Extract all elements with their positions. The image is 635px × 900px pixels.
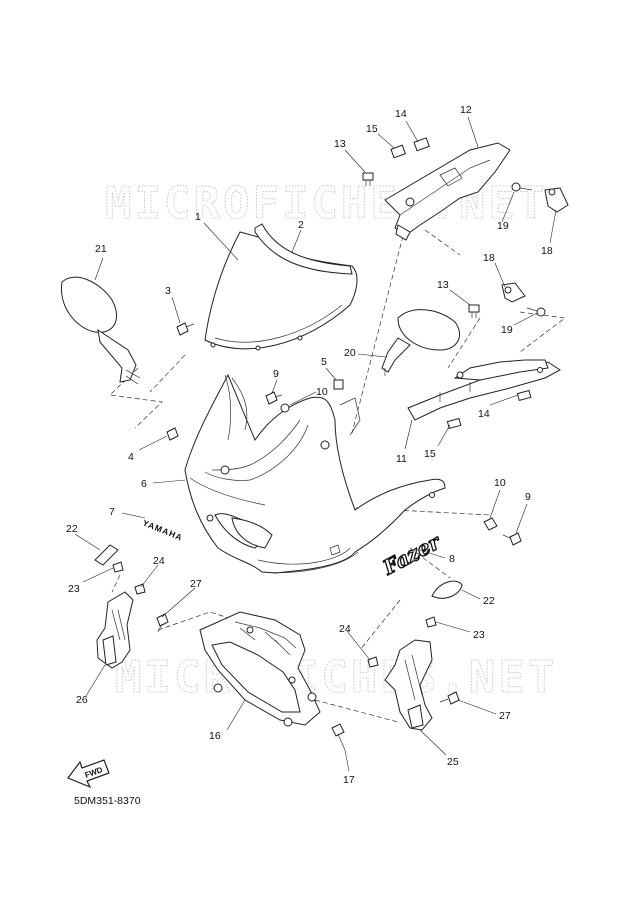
mirror-left <box>60 276 141 385</box>
yamaha-decal: YAMAHA <box>141 518 184 543</box>
callout-20: 20 <box>344 347 356 359</box>
callout-15-mid: 15 <box>424 448 436 460</box>
screw-13-mid <box>468 304 480 318</box>
watermark-bottom: MICROFICHES.NET <box>115 652 557 703</box>
bolt-17 <box>331 723 346 751</box>
bracket-25-right <box>384 639 433 731</box>
bolt-27-left <box>156 613 169 633</box>
pad-22-left <box>94 544 119 566</box>
screw-9-right <box>502 532 522 546</box>
screw-13-top <box>362 172 374 186</box>
callout-13-top: 13 <box>334 138 346 150</box>
callout-19-mid: 19 <box>501 324 513 336</box>
bolt-27-right <box>439 691 460 705</box>
windscreen-trim <box>254 223 353 275</box>
screw-3 <box>176 322 195 336</box>
callout-2: 2 <box>298 219 304 231</box>
mirror-right <box>381 309 460 376</box>
washer-10-right <box>483 517 498 531</box>
callout-10-right: 10 <box>494 477 506 489</box>
callout-13-mid: 13 <box>437 279 449 291</box>
callout-10-upper: 10 <box>316 386 328 398</box>
nut-23-right <box>425 616 437 628</box>
headlight-bracket <box>199 611 321 727</box>
grommet-15-top <box>390 144 406 159</box>
callout-27-left: 27 <box>190 578 202 590</box>
top-bracket <box>384 142 511 241</box>
callout-7: 7 <box>109 506 115 518</box>
callout-21: 21 <box>95 243 107 255</box>
screw-9-upper <box>265 391 283 405</box>
callout-3: 3 <box>165 285 171 297</box>
clip-18-top <box>544 187 569 213</box>
callout-6: 6 <box>141 478 147 490</box>
clip-18-mid <box>501 282 526 303</box>
bolt-19-top <box>511 182 533 192</box>
callout-26: 26 <box>76 694 88 706</box>
callout-15-top: 15 <box>366 123 378 135</box>
callout-24-left: 24 <box>153 555 165 567</box>
callout-8: 8 <box>449 553 455 565</box>
callout-9-right: 9 <box>525 491 531 503</box>
grommet-24-right <box>367 656 379 668</box>
fwd-arrow-icon: FWD <box>67 759 110 789</box>
lower-inner-panel <box>407 359 561 421</box>
callout-19-top: 19 <box>497 220 509 232</box>
grommet-14-top <box>413 137 430 152</box>
grommet-15-mid <box>446 417 462 430</box>
callout-11: 11 <box>396 453 407 465</box>
callout-16: 16 <box>209 730 221 742</box>
callout-14-top: 14 <box>395 108 407 120</box>
bracket-26-left <box>96 591 134 669</box>
washer-10-upper <box>280 403 290 413</box>
callout-24-right: 24 <box>339 623 351 635</box>
grommet-5 <box>333 379 344 390</box>
grommet-14-mid <box>516 389 532 402</box>
callout-14-mid: 14 <box>478 408 490 420</box>
callout-27-right: 27 <box>499 710 511 722</box>
callout-18-mid: 18 <box>483 252 495 264</box>
bolt-19-mid <box>526 307 546 317</box>
screw-4 <box>166 427 179 441</box>
callout-23-right: 23 <box>473 629 485 641</box>
callout-22-right: 22 <box>483 595 495 607</box>
callout-22-left: 22 <box>66 523 78 535</box>
callout-23-left: 23 <box>68 583 80 595</box>
leader-lines <box>74 116 557 772</box>
callout-1: 1 <box>195 211 201 223</box>
nut-23-left <box>112 561 124 573</box>
fazer-decal: Fazer <box>378 529 445 580</box>
callout-9-upper: 9 <box>273 368 279 380</box>
diagram-code: 5DM351-8370 <box>74 795 141 807</box>
grommet-24-left <box>134 583 146 595</box>
upper-cowling <box>184 373 446 574</box>
callout-17: 17 <box>343 774 355 786</box>
callout-18-top: 18 <box>541 245 553 257</box>
callout-12: 12 <box>460 104 472 116</box>
callout-5: 5 <box>321 356 327 368</box>
callout-4: 4 <box>128 451 134 463</box>
callout-25: 25 <box>447 756 459 768</box>
pad-22-right <box>431 580 463 599</box>
